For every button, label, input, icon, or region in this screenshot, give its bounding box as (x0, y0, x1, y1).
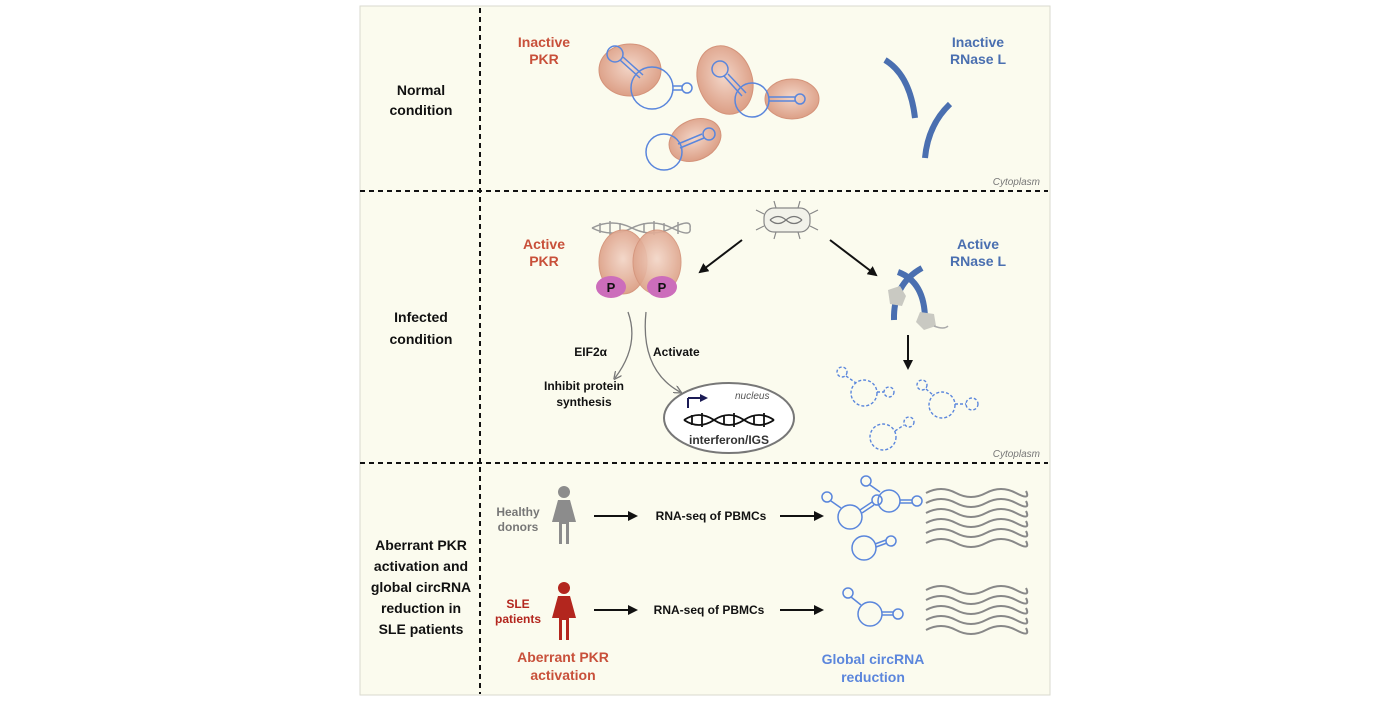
inactive-rnasel-fragment-2 (922, 101, 953, 159)
interferon-label: interferon/IGS (689, 433, 769, 447)
phospho-label-left: P (607, 280, 616, 295)
inhibit-protein-label-1: Inhibit protein (544, 379, 624, 393)
cytoplasm-label-infected: Cytoplasm (993, 449, 1040, 460)
aberrant-caption-2: activation (530, 667, 595, 683)
nuclear-dna-helix-icon (683, 413, 775, 427)
active-pkr-label-1: Active (523, 236, 565, 252)
row-label-sle-3: global circRNA (371, 579, 471, 595)
row-label-sle-2: activation and (374, 558, 468, 574)
inactive-rnasel-label-1: Inactive (952, 34, 1004, 50)
sle-label-1: SLE (506, 597, 529, 611)
row-label-sle-4: reduction in (381, 600, 461, 616)
arrow-pkr-to-eif2a (615, 311, 633, 378)
row-label-normal-1: Normal (397, 82, 445, 98)
arrow-virus-to-pkr (698, 239, 743, 274)
degraded-circrna-group (836, 366, 979, 451)
inactive-pkr-label-2: PKR (529, 51, 559, 67)
row-label-infected-2: condition (390, 331, 453, 347)
nucleus: nucleus interferon/IGS (663, 382, 795, 454)
sle-circrna (842, 587, 904, 627)
inactive-rnasel-fragment-1 (883, 57, 918, 119)
inactive-pkr-label-1: Inactive (518, 34, 570, 50)
eif2a-label: EIF2α (574, 345, 607, 359)
healthy-label-2: donors (498, 520, 539, 534)
phospho-label-right: P (658, 280, 667, 295)
row-label-normal-2: condition (390, 102, 453, 118)
inhibit-protein-label-2: synthesis (556, 395, 612, 409)
healthy-circrna-group (821, 475, 923, 561)
row-label-sle-5: SLE patients (379, 621, 464, 637)
inactive-pkr-complex-1 (598, 43, 693, 110)
activate-label: Activate (653, 345, 700, 359)
healthy-donor-icon (552, 486, 576, 544)
rnaseq-sle-label: RNA-seq of PBMCs (654, 603, 765, 617)
global-caption-1: Global circRNA (822, 651, 925, 667)
sle-label-2: patients (495, 612, 541, 626)
inactive-pkr-complex-3 (645, 118, 722, 171)
healthy-linear-rna-waves (925, 488, 1029, 548)
nucleus-label: nucleus (735, 391, 769, 402)
row-label-sle-1: Aberrant PKR (375, 537, 467, 553)
global-caption-2: reduction (841, 669, 905, 685)
active-rnasel-dimer (888, 265, 949, 330)
healthy-label-1: Healthy (496, 505, 540, 519)
sle-linear-rna-waves (925, 585, 1029, 635)
rnaseq-healthy-label: RNA-seq of PBMCs (656, 509, 767, 523)
inactive-rnasel-label-2: RNase L (950, 51, 1006, 67)
row-label-infected-1: Infected (394, 309, 448, 325)
arrow-virus-to-rnasel (829, 239, 878, 277)
virus-icon (755, 200, 819, 240)
sle-patient-icon (552, 582, 576, 640)
inactive-pkr-complex-2 (696, 45, 820, 120)
active-pkr-label-2: PKR (529, 253, 559, 269)
arrow-pkr-to-nucleus (644, 311, 680, 392)
active-rnasel-label-1: Active (957, 236, 999, 252)
aberrant-caption-1: Aberrant PKR (517, 649, 609, 665)
phospho-badge-right: P (647, 276, 677, 298)
phospho-badge-left: P (596, 276, 626, 298)
cytoplasm-label-normal: Cytoplasm (993, 177, 1040, 188)
active-rnasel-label-2: RNase L (950, 253, 1006, 269)
